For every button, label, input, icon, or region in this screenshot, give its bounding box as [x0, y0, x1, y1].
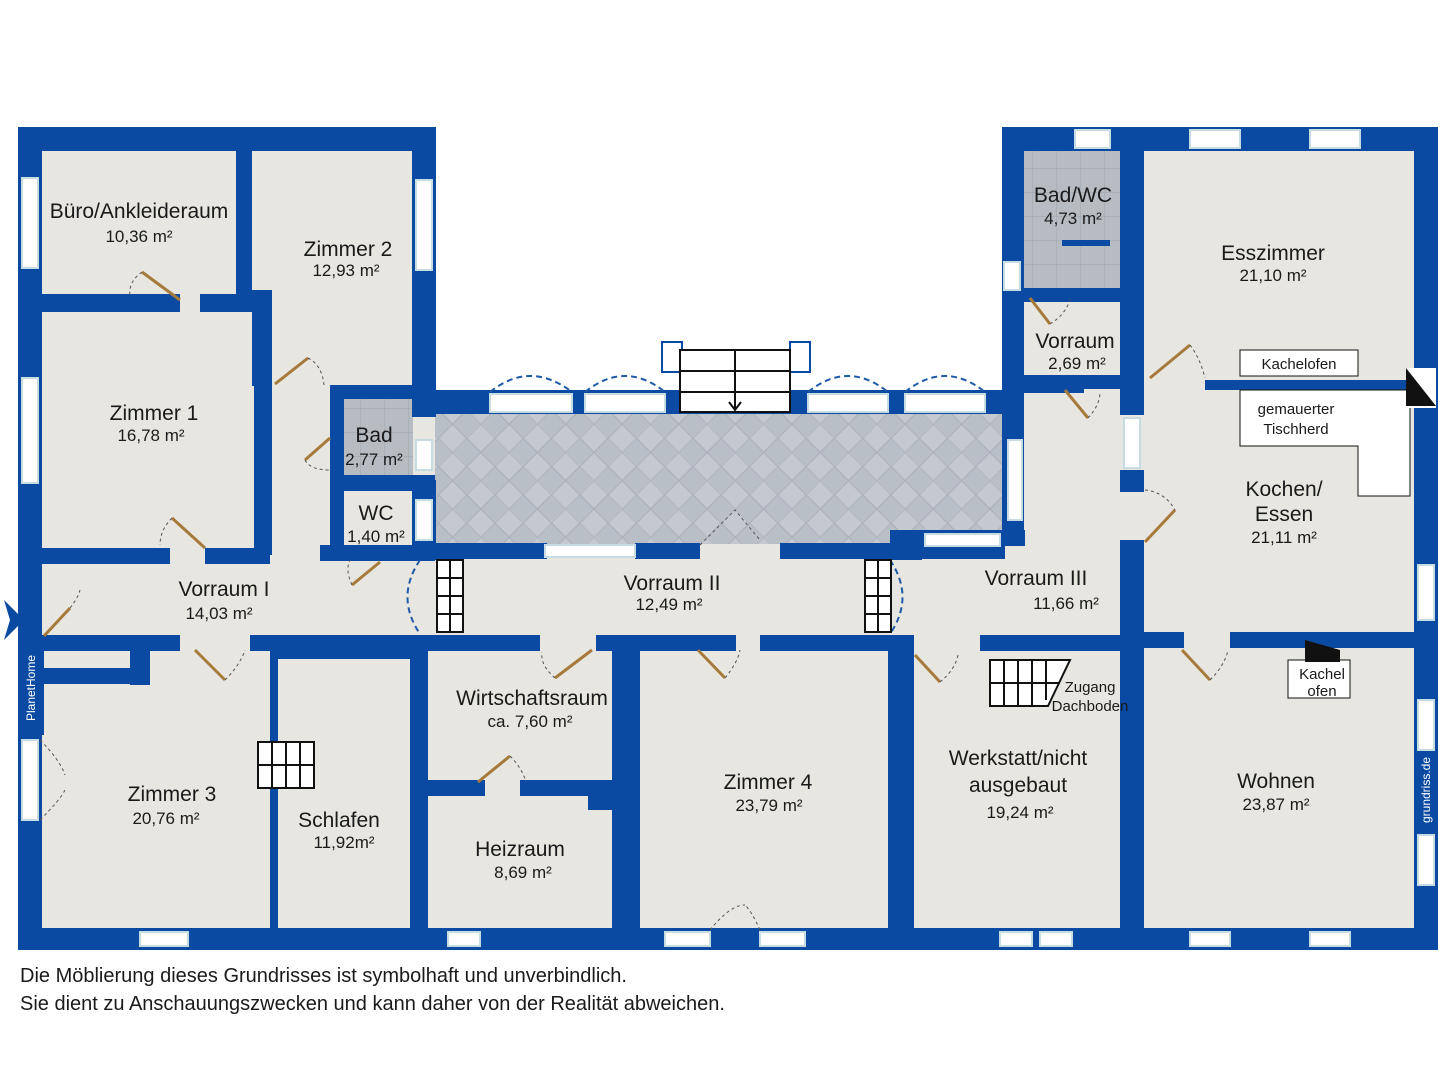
room-badwc-name: Bad/WC [1034, 184, 1112, 207]
stairs-dachboden [989, 659, 1072, 707]
entrance-arrow-icon [4, 600, 24, 640]
disclaimer: Die Möblierung dieses Grundrisses ist sy… [20, 962, 725, 1018]
room-wirtschaft-name: Wirtschaftsraum [456, 687, 608, 710]
room-vorraum1-name: Vorraum I [178, 578, 269, 601]
room-kochen-name-2: Essen [1255, 503, 1313, 526]
room-kochen-area: 21,11 m² [1251, 528, 1317, 547]
room-zimmer2-name: Zimmer 2 [304, 238, 393, 261]
room-wirtschaft-area: ca. 7,60 m² [487, 712, 572, 731]
room-werkstatt-name-1: Werkstatt/nicht [949, 747, 1088, 770]
badwc-tiles [1022, 150, 1122, 288]
room-werkstatt-area: 19,24 m² [986, 803, 1053, 822]
room-kochen-name-1: Kochen/ [1245, 478, 1322, 501]
room-wc-area: 1,40 m² [347, 527, 405, 546]
room-zimmer4-area: 23,79 m² [735, 796, 802, 815]
room-vorraum2-name: Vorraum II [624, 572, 721, 595]
doors [42, 270, 1212, 784]
room-vorraum3-name: Vorraum III [985, 567, 1088, 590]
zugang-label-2: Dachboden [1052, 698, 1129, 715]
room-vorraum-name: Vorraum [1035, 330, 1114, 353]
kachelofen-corner [1406, 368, 1436, 408]
room-bad-name: Bad [355, 424, 392, 447]
svg-text:Kachel: Kachel [1299, 666, 1345, 683]
room-vorraum-area: 2,69 m² [1048, 354, 1106, 373]
room-buero-name: Büro/Ankleideraum [50, 200, 229, 223]
svg-text:PlanetHome: PlanetHome [24, 655, 38, 721]
floor-plan: Kachelofen gemauerter Tischherd Kachel o… [4, 127, 1438, 950]
room-wohnen-name: Wohnen [1237, 770, 1315, 793]
room-zimmer1-name: Zimmer 1 [110, 402, 199, 425]
svg-text:Tischherd: Tischherd [1263, 421, 1328, 438]
room-schlafen-area: 11,92m² [313, 833, 374, 852]
zugang-label-1: Zugang [1065, 679, 1116, 696]
room-zimmer4-name: Zimmer 4 [724, 771, 813, 794]
room-labels: Büro/Ankleideraum 10,36 m² Zimmer 2 12,9… [50, 184, 1325, 882]
balcony-door [661, 341, 811, 413]
room-esszimmer-name: Esszimmer [1221, 242, 1325, 265]
disclaimer-line-2: Sie dient zu Anschauungszwecken und kann… [20, 993, 725, 1015]
room-heizraum-area: 8,69 m² [494, 863, 552, 882]
windows [21, 129, 1435, 947]
room-badwc-area: 4,73 m² [1044, 209, 1102, 228]
room-vorraum1-area: 14,03 m² [185, 604, 252, 623]
kachelofen-bottom: Kachel ofen [1287, 640, 1351, 700]
grundriss-watermark: grundriss.de [1419, 757, 1433, 823]
room-bad-area: 2,77 m² [345, 450, 403, 469]
room-vorraum3-area: 11,66 m² [1033, 594, 1099, 613]
bad-tiles [343, 397, 413, 475]
svg-text:Kachelofen: Kachelofen [1261, 356, 1336, 373]
room-esszimmer-area: 21,10 m² [1239, 266, 1306, 285]
room-zimmer3-area: 20,76 m² [132, 809, 199, 828]
room-zimmer2-area: 12,93 m² [312, 261, 379, 280]
hall-stairs [436, 559, 892, 633]
room-heizraum-name: Heizraum [475, 838, 565, 861]
svg-text:gemauerter: gemauerter [1258, 401, 1335, 418]
tiled-hall [435, 414, 1010, 544]
room-buero-area: 10,36 m² [105, 227, 172, 246]
disclaimer-line-1: Die Möblierung dieses Grundrisses ist sy… [20, 965, 627, 987]
kachelofen-top: Kachelofen [1239, 349, 1359, 377]
room-vorraum2-area: 12,49 m² [635, 595, 702, 614]
svg-text:grundriss.de: grundriss.de [1419, 757, 1433, 823]
room-zimmer3-name: Zimmer 3 [128, 783, 217, 806]
room-schlafen-name: Schlafen [298, 809, 380, 832]
tischherd: gemauerter Tischherd [1239, 389, 1411, 497]
room-wc-name: WC [359, 502, 394, 525]
room-wohnen-area: 23,87 m² [1242, 795, 1309, 814]
door-swings [39, 271, 1229, 931]
room-werkstatt-name-2: ausgebaut [969, 774, 1067, 797]
room-zimmer1-area: 16,78 m² [117, 426, 184, 445]
svg-text:ofen: ofen [1307, 683, 1336, 700]
planethome-logo: PlanetHome [18, 640, 44, 735]
stairs-schlafen [257, 741, 315, 789]
badwc-wall-detail [1062, 240, 1110, 246]
